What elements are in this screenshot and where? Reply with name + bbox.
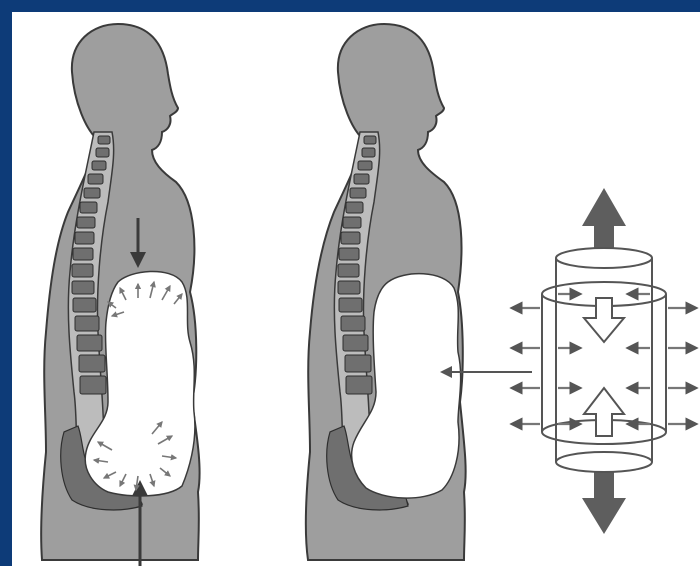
diagram-frame — [12, 12, 700, 566]
bottom-arrow — [582, 472, 626, 534]
left-torso-figure — [41, 24, 199, 566]
inner-up-arrow — [584, 388, 624, 436]
inner-down-arrow — [584, 298, 624, 342]
right-torso-figure — [306, 24, 532, 560]
top-arrow — [582, 188, 626, 256]
cylinder-icon — [512, 188, 696, 534]
diagram-canvas — [12, 12, 700, 566]
lower-cylinder — [556, 432, 652, 472]
